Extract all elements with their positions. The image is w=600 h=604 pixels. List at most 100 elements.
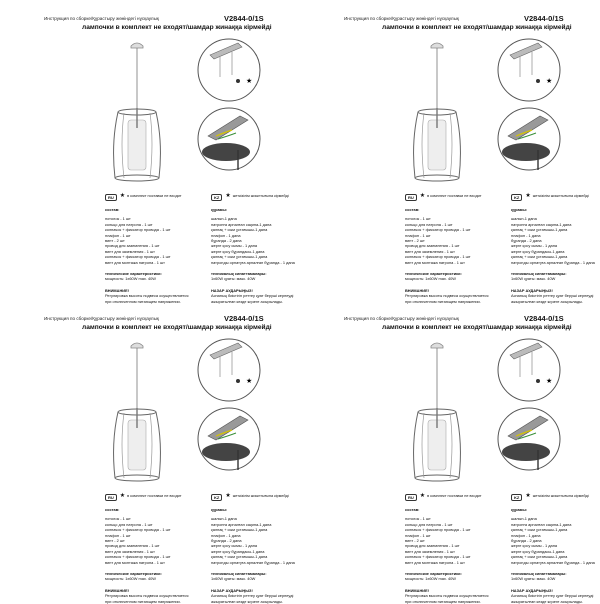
list-item: винт - 2 шт — [405, 538, 425, 544]
ru-flag: RU — [105, 193, 117, 201]
kz-column: KZ ★ жеткізілім жиынтығына кірмейді құра… — [511, 193, 600, 304]
list-item: шалып-1 дана — [211, 216, 237, 222]
pendant-lamp-illustration — [113, 42, 161, 182]
list-item: провод для заземления - 1 шт — [405, 543, 460, 549]
kz-column: KZ ★ жеткізілім жиынтығына кірмейді құра… — [211, 193, 323, 304]
list-item: плафон - 1 дана — [211, 232, 241, 238]
list-item: кольцо для патрона - 1 шт — [105, 521, 153, 527]
list-item: при отключенном питающем напряжении. — [405, 598, 481, 604]
pendant-lamp-illustration — [413, 42, 461, 182]
ru-tech-value: мощность: 1x60W max. 40W — [405, 576, 456, 582]
list-item: колпачок + фиксатор провода - 1 шт — [405, 527, 471, 533]
list-item: Аспаның биіктігін реттеу қуат берушi кер… — [511, 593, 594, 599]
kz-tech-value: 1x60W қуаты: макс. 40W — [211, 576, 256, 582]
list-item: колпачок + фиксатор провода - 1 шт — [105, 554, 171, 560]
list-item: плафон - 1 шт — [105, 532, 131, 538]
list-item: кольцо для патрона - 1 шт — [405, 521, 453, 527]
svg-text:★: ★ — [246, 77, 252, 85]
list-item: плафон - 1 дана — [511, 532, 541, 538]
list-item: қалпақ + сым ұстағышы-1 дана — [211, 254, 268, 260]
list-item: бұранда - 2 дана — [211, 238, 242, 244]
list-item: жерге қосу бұрандасы-1 дана — [211, 248, 265, 254]
wiring-detail-icon — [497, 107, 561, 171]
list-item: бұранда - 2 дана — [511, 538, 542, 544]
list-item: қалпақ + сым ұстағышы-1 дана — [211, 554, 268, 560]
list-item: қалпақ + сым ұстағышы-1 дана — [511, 254, 568, 260]
ru-tech-title: технические характеристики: — [405, 571, 462, 577]
list-item: колпачок + фиксатор провода - 1 шт — [105, 254, 171, 260]
list-item: кольцо для патрона - 1 шт — [405, 221, 453, 227]
ru-warning-title: ВНИМАНИЕ! — [105, 587, 129, 593]
header-note: лампочки в комплект не входят/шамдар жин… — [382, 24, 572, 31]
header-title: Инструкция по сборке/Құрастыру жөніндегі… — [344, 16, 459, 21]
ru-column: RU ★ в комплект поставки не входит соста… — [405, 493, 517, 604]
model-number: V2844-0/1S — [224, 314, 264, 323]
list-item: Аспаның биіктігін реттеу қуат берушi кер… — [211, 293, 294, 299]
list-item: при отключенном питающем напряжении. — [105, 598, 181, 604]
star-icon: ★ — [525, 493, 531, 500]
ru-notice: в комплект поставки не входит — [127, 194, 182, 199]
kz-notice: жеткізілім жиынтығына кірмейді — [232, 494, 289, 499]
list-item: колпачок + фиксатор провода - 1 шт — [405, 254, 471, 260]
model-number: V2844-0/1S — [524, 14, 564, 23]
ru-warning-title: ВНИМАНИЕ! — [405, 287, 429, 293]
ru-flag: RU — [405, 493, 417, 501]
star-icon: ★ — [225, 493, 231, 500]
list-item: колпачок + фиксатор провода - 1 шт — [405, 554, 471, 560]
list-item: провод для заземления - 1 шт — [105, 543, 160, 549]
kz-warning-title: НАЗАР АУДАРЫҢЫЗ! — [511, 287, 553, 293]
pendant-lamp-illustration — [413, 342, 461, 482]
ru-warning-title: ВНИМАНИЕ! — [105, 287, 129, 293]
kz-flag: KZ — [511, 493, 523, 501]
list-item: Аспаның биіктігін реттеу қуат берушi кер… — [511, 293, 594, 299]
list-item: шалып-1 дана — [211, 516, 237, 522]
list-item: потолок - 1 шт — [405, 216, 431, 222]
instruction-sheet: Инструкция по сборке/Құрастыру жөніндегі… — [0, 300, 300, 604]
list-item: потолок - 1 шт — [405, 516, 431, 522]
wiring-detail-icon — [197, 107, 261, 171]
list-item: қалпақ + сым ұстағышы-1 дана — [511, 554, 568, 560]
list-item: патронға арналған сақина-1 дана — [511, 221, 572, 227]
ru-flag: RU — [405, 193, 417, 201]
list-item: қалпақ + сым ұстағышы-1 дана — [211, 227, 268, 233]
kz-notice: жеткізілім жиынтығына кірмейді — [532, 494, 589, 499]
list-item: бұранда - 2 дана — [211, 538, 242, 544]
list-item: при отключенном питающем напряжении. — [105, 298, 181, 304]
list-item: колпачок + фиксатор провода - 1 шт — [405, 227, 471, 233]
ru-flag: RU — [105, 493, 117, 501]
kz-tech-value: 1x60W қуаты: макс. 40W — [511, 276, 556, 282]
list-item: плафон - 1 шт — [405, 232, 431, 238]
kz-warning-title: НАЗАР АУДАРЫҢЫЗ! — [511, 587, 553, 593]
ru-column: RU ★ в комплект поставки не входит соста… — [405, 193, 517, 304]
list-item: жерге қосу бұрандасы-1 дана — [211, 548, 265, 554]
ru-warning-text: Регулировка высоты подвеса осуществляетс… — [105, 293, 217, 304]
list-item: шалып-1 дана — [511, 516, 537, 522]
ru-warning-text: Регулировка высоты подвеса осуществляетс… — [105, 593, 217, 604]
ru-contents-title: состав: — [405, 207, 420, 212]
kz-tech-title: техникалық сипаттамалары: — [211, 271, 267, 277]
kz-warning-text: Аспаның биіктігін реттеу қуат берушi кер… — [211, 293, 323, 304]
list-item: патронды орнатуға арналған бұранда - 1 д… — [511, 559, 595, 565]
ru-contents-title: состав: — [105, 207, 120, 212]
ru-contents-title: состав: — [405, 507, 420, 512]
kz-tech-value: 1x60W қуаты: макс. 40W — [511, 576, 556, 582]
list-item: кольцо для патрона - 1 шт — [105, 221, 153, 227]
header-title: Инструкция по сборке/Құрастыру жөніндегі… — [344, 316, 459, 321]
list-item: қалпақ + сым ұстағышы-1 дана — [511, 227, 568, 233]
kz-warning-text: Аспаның биіктігін реттеу қуат берушi кер… — [511, 593, 600, 604]
list-item: винт для монтажа патрона - 1 шт — [105, 559, 165, 565]
list-item: ажыратылған кезде жүзеге асырылады. — [211, 298, 283, 304]
ru-tech-value: мощность: 1x60W max. 40W — [105, 276, 156, 282]
list-item: колпачок + фиксатор провода - 1 шт — [105, 527, 171, 533]
ru-notice: в комплект поставки не входит — [427, 194, 482, 199]
list-item: винт для заземления - 1 шт — [405, 548, 455, 554]
svg-text:★: ★ — [546, 377, 552, 385]
star-icon: ★ — [119, 493, 126, 500]
list-item: плафон - 1 дана — [211, 532, 241, 538]
list-item: провод для заземления - 1 шт — [105, 243, 160, 249]
list-item: патронға арналған сақина-1 дана — [211, 521, 272, 527]
